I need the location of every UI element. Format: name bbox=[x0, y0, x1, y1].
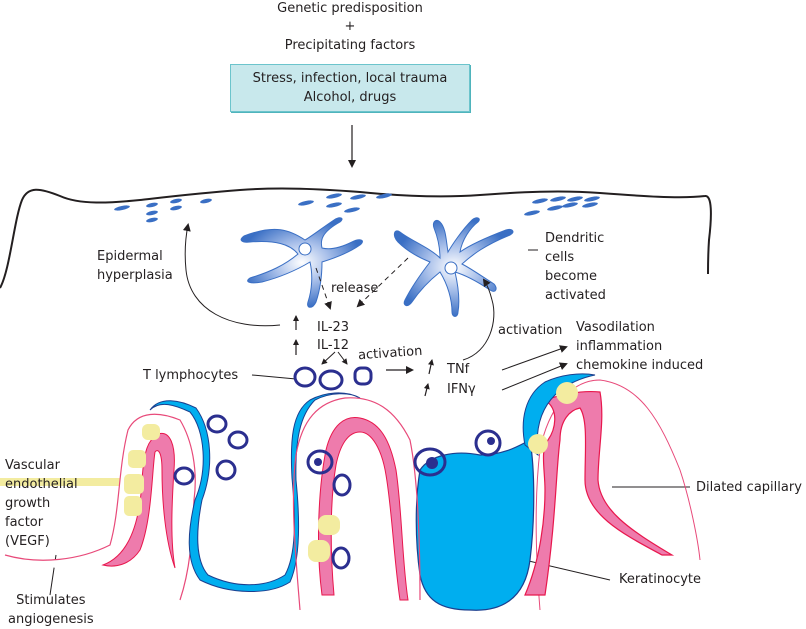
central-capillary bbox=[318, 416, 409, 601]
label-epidermal-hyperplasia: Epidermal hyperplasia bbox=[97, 249, 173, 283]
title-genetic-predisposition: Genetic predisposition bbox=[277, 1, 423, 16]
right-vegf-blobs bbox=[528, 382, 578, 454]
ifn-up-arrow bbox=[423, 383, 430, 397]
right-papilla-outline bbox=[535, 379, 701, 611]
central-vegf-blobs bbox=[308, 515, 340, 562]
trigger-line-1: Stress, infection, local trauma bbox=[252, 71, 448, 86]
label-dendritic-cells: Dendritic cells become activated bbox=[545, 231, 606, 303]
il-arrow-left bbox=[321, 351, 336, 365]
scale-flakes bbox=[114, 193, 600, 223]
label-vegf: Vascular endothelial growth factor (VEGF… bbox=[5, 458, 78, 549]
dendritic-cell-resting bbox=[240, 217, 363, 308]
label-il23: IL-23 bbox=[317, 320, 350, 335]
central-papilla-outline bbox=[292, 397, 421, 611]
t-lymphocyte-nuclei bbox=[314, 437, 495, 469]
hyperplasia-arrow bbox=[182, 223, 281, 327]
label-ifn-gamma: IFNγ bbox=[447, 382, 476, 397]
t-lymphocytes-leader bbox=[251, 374, 297, 380]
label-keratinocyte: Keratinocyte bbox=[619, 572, 702, 587]
vegf-band bbox=[0, 478, 120, 486]
t-lymphocytes bbox=[173, 366, 502, 570]
effect-arrow-1 bbox=[501, 345, 568, 371]
effect-arrow-2 bbox=[501, 362, 568, 391]
il-arrow-right bbox=[337, 351, 348, 365]
label-il12: IL-12 bbox=[317, 338, 350, 353]
dc-activation-arrow bbox=[462, 278, 495, 361]
label-angiogenesis: Stimulates angiogenesis bbox=[8, 593, 94, 627]
release-arrow-1 bbox=[315, 267, 332, 310]
tnf-up-arrow bbox=[428, 359, 434, 375]
label-release: release bbox=[331, 281, 379, 296]
trigger-box: Stress, infection, local trauma Alcohol,… bbox=[230, 64, 470, 112]
trigger-line-2: Alcohol, drugs bbox=[303, 90, 397, 105]
label-t-lymphocytes: T lymphocytes bbox=[143, 368, 239, 383]
left-capillary bbox=[101, 432, 176, 569]
skin-surface-line bbox=[0, 187, 712, 289]
title-precipitating-factors: Precipitating factors bbox=[284, 38, 416, 53]
dendritic-cell-activated bbox=[393, 217, 514, 317]
title-plus: + bbox=[344, 19, 356, 34]
label-effects: Vasodilation inflammation chemokine indu… bbox=[576, 320, 704, 373]
label-dilated-capillary: Dilated capillary bbox=[696, 480, 802, 495]
release-arrow-2 bbox=[356, 257, 409, 308]
left-vegf-blobs bbox=[124, 424, 160, 516]
label-tnf: TNf bbox=[447, 362, 470, 377]
dilated-capillary bbox=[524, 390, 675, 596]
right-epidermis bbox=[522, 373, 596, 457]
label-activation-right: activation bbox=[498, 323, 563, 338]
